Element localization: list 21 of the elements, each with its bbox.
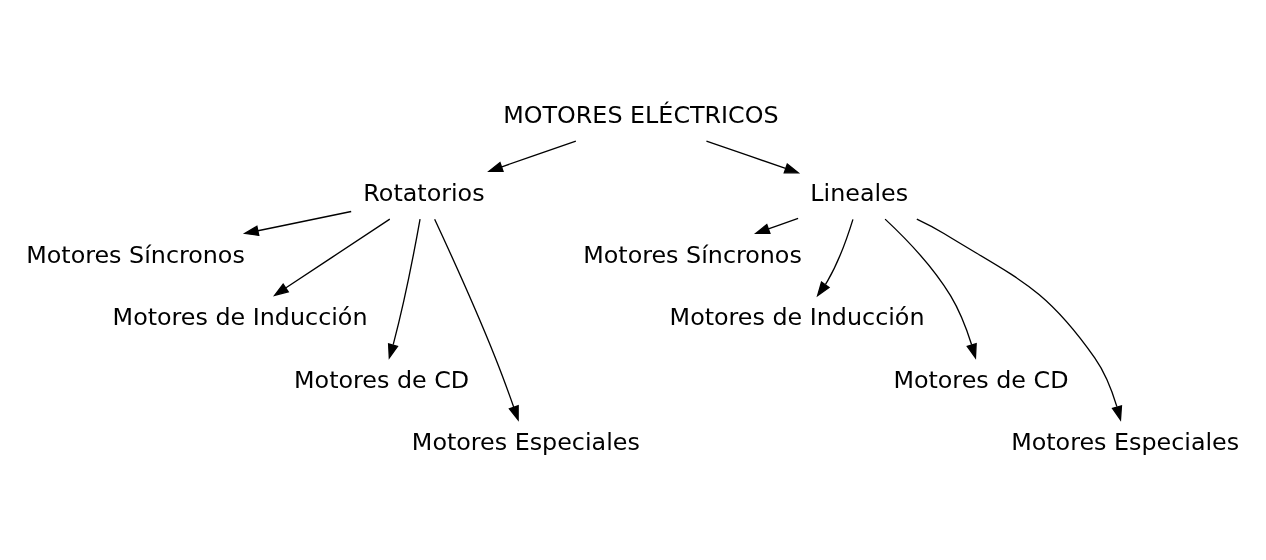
node-text: Motores Síncronos [26,240,245,269]
node-text: Rotatorios [363,178,485,207]
arrow [816,218,854,297]
node-text: Motores de CD [294,365,470,394]
node-text: Motores Especiales [411,427,640,456]
node-text: Motores Síncronos [583,240,802,269]
arrow [754,217,799,234]
node-text: Motores de CD [893,365,1069,394]
arrow [242,210,352,236]
arrow [387,217,421,360]
node-text: Motores Especiales [1011,427,1240,456]
arrow [916,217,1123,422]
arrow [273,217,391,296]
arrow [487,139,577,172]
arrow [705,139,801,173]
node-text: Motores de Inducción [669,302,925,331]
node-text: Motores de Inducción [112,302,368,331]
node-text: MOTORES ELÉCTRICOS [503,100,779,129]
arrow [434,218,519,422]
arrow [884,217,977,360]
node-text: Lineales [810,178,909,207]
